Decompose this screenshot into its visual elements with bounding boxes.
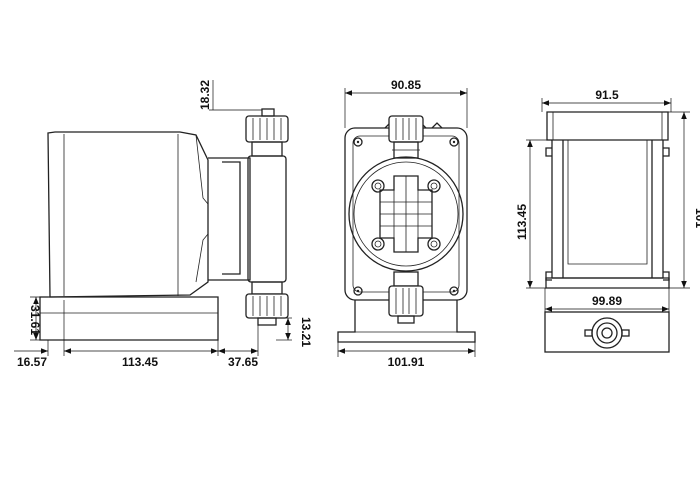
dim-label-front-base: 101.91: [388, 355, 425, 369]
corner-screws: [353, 137, 459, 296]
rear-body-inner: [562, 140, 653, 278]
dim-label-front-top: 90.85: [391, 78, 421, 92]
dim-label-pump-head-length: 37.65: [228, 355, 258, 369]
diaphragm-block: [247, 155, 287, 283]
pump-head-bolts: [371, 179, 441, 251]
dim-rear-top: 91.5: [541, 88, 672, 112]
front-bottom-valve: [388, 271, 424, 324]
side-view: 18.32 31.61 13.21 16.57 113.45: [14, 80, 313, 369]
rear-body: [551, 140, 664, 279]
rear-base-plate: [544, 311, 670, 353]
rear-panel: [567, 140, 648, 265]
dim-horizontal-chain: 16.57 113.45 37.65: [14, 300, 259, 369]
pump-head-body: [208, 157, 251, 281]
dim-label-left-offset: 16.57: [17, 355, 47, 369]
front-view: 90.85 101.91: [337, 78, 476, 369]
rear-top-cap: [546, 111, 669, 141]
dim-label-base-height: 31.61: [28, 305, 42, 335]
dim-label-rear-base: 99.89: [592, 294, 622, 308]
housing-bevel: [195, 134, 209, 283]
pump-head-inner: [353, 161, 459, 267]
rear-foot: [545, 277, 670, 289]
rear-bottom-tabs: [545, 271, 670, 281]
front-top-valve: [388, 115, 424, 159]
rear-top-tabs: [545, 147, 670, 157]
rear-view: 91.5 113.45 101 99.89: [515, 88, 700, 353]
dim-bottom-valve: 13.21: [276, 317, 313, 347]
bottom-valve: [245, 281, 289, 326]
base-plate: [39, 296, 219, 341]
dim-rear-height-left: 113.45: [515, 139, 552, 289]
dim-top-offset: 18.32: [198, 80, 262, 111]
pump-head-outer: [348, 156, 464, 272]
dim-label-body-length: 113.45: [122, 355, 158, 369]
dim-label-top-offset: 18.32: [198, 80, 212, 110]
dim-base-height: 31.61: [28, 296, 48, 341]
dim-label-rear-top: 91.5: [595, 88, 619, 102]
dim-front-top: 90.85: [344, 78, 468, 128]
dim-label-bottom-valve: 13.21: [299, 317, 313, 347]
dim-front-base: 101.91: [337, 342, 476, 369]
rear-fitting: [584, 317, 630, 349]
pump-head-flange: [222, 161, 241, 275]
motor-housing: [47, 131, 209, 298]
dim-label-rear-height-left: 113.45: [515, 204, 529, 240]
top-valve: [245, 108, 289, 157]
dim-rear-base: 99.89: [544, 288, 670, 312]
dim-label-rear-height-right: 101: [693, 208, 700, 228]
dim-rear-height-right: 101: [668, 111, 700, 289]
